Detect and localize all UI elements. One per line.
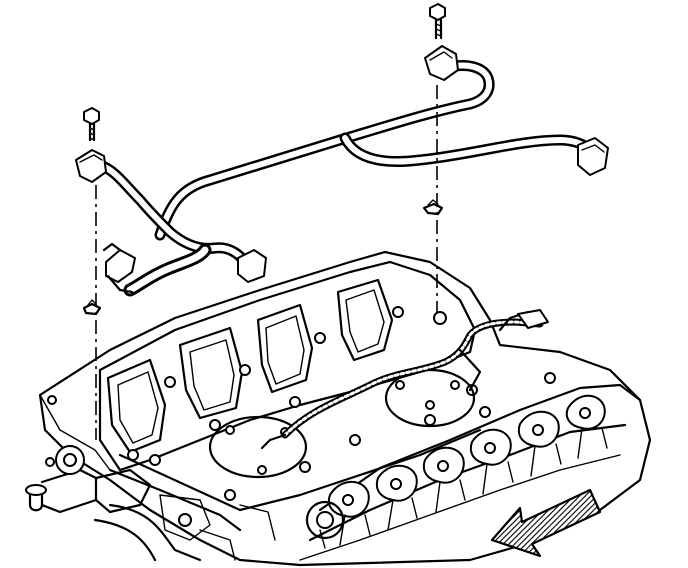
injector-harness (75, 45, 609, 297)
valve-train (299, 383, 642, 561)
right-connector (577, 137, 609, 176)
left-bolt (83, 107, 100, 142)
front-components (25, 445, 276, 562)
intake-ports (106, 278, 394, 454)
top-connector (424, 45, 459, 81)
deck-harness (260, 309, 549, 450)
left-connector (75, 149, 107, 183)
alignment-lines (95, 85, 438, 440)
branch-connector (237, 249, 267, 283)
deck-bolts (47, 306, 556, 501)
bolts (83, 3, 446, 142)
front-direction-arrow-icon (490, 488, 602, 558)
right-bolt (429, 3, 446, 40)
engine-block (38, 250, 652, 567)
